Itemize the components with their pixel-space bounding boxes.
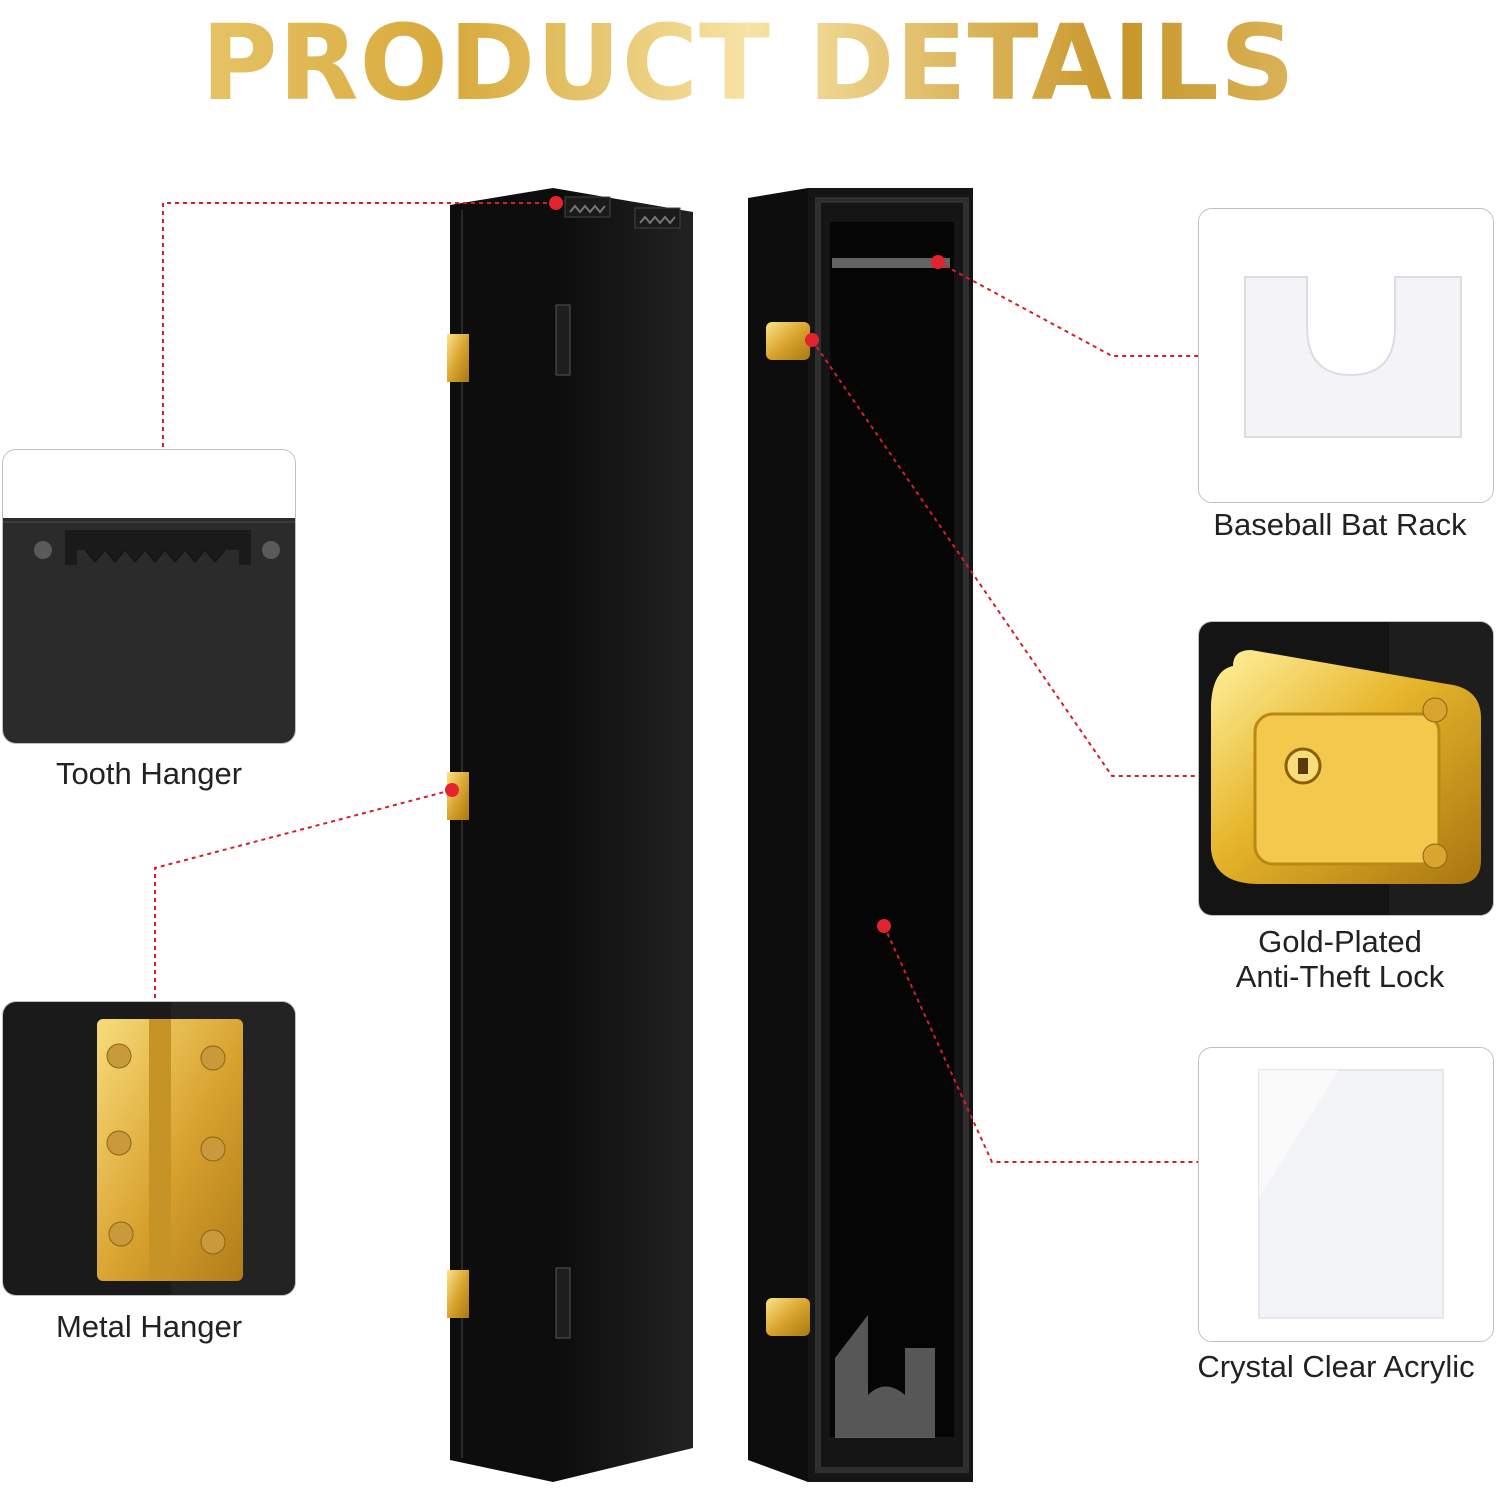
lock-label: Gold-Plated Anti-Theft Lock: [1190, 924, 1490, 994]
acrylic-detail: [1198, 1047, 1494, 1342]
lock-icon: [766, 1298, 810, 1336]
bat-rack-detail: [1198, 208, 1494, 503]
metal-hinge-icon: [3, 1002, 295, 1295]
callout-lines: [154, 202, 1198, 1163]
metal-hanger-detail: [2, 1001, 296, 1296]
metal-hanger-label: Metal Hanger: [55, 1309, 243, 1344]
case-front-view: [748, 188, 973, 1482]
lock-icon: [766, 322, 810, 360]
tooth-hanger-label: Tooth Hanger: [55, 756, 243, 791]
lock-detail: [1198, 621, 1494, 916]
case-back-view: [447, 188, 693, 1482]
hinge-icon: [447, 334, 469, 382]
gold-lock-icon: [1199, 622, 1493, 915]
acrylic-label: Crystal Clear Acrylic: [1197, 1349, 1475, 1384]
lock-label-line1: Gold-Plated: [1258, 924, 1422, 959]
bat-rack-label: Baseball Bat Rack: [1213, 507, 1467, 542]
callout-dots: [445, 196, 945, 933]
tooth-hanger-icon: [3, 450, 295, 743]
page-title: PRODUCT DETAILS: [0, 6, 1497, 121]
hinge-icon: [447, 1270, 469, 1318]
tooth-hanger-detail: [2, 449, 296, 744]
lock-label-line2: Anti-Theft Lock: [1235, 958, 1445, 994]
bat-rack-icon: [1199, 209, 1493, 502]
acrylic-sheet-icon: [1199, 1048, 1493, 1341]
